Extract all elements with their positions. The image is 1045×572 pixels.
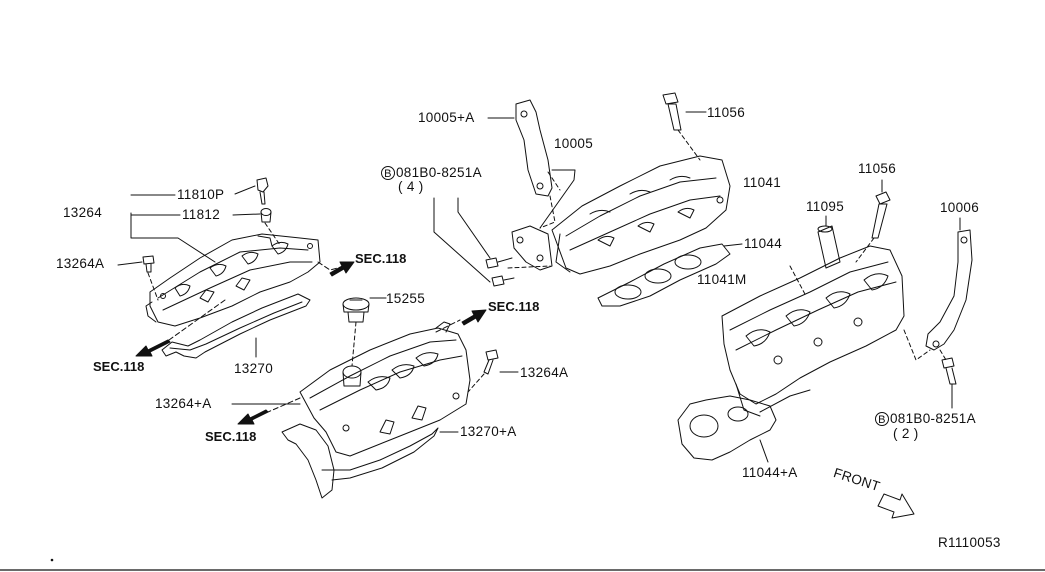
oil-filler-cap-15255 <box>342 297 387 367</box>
hook-bracket-10005-a <box>487 99 556 229</box>
sec-arrows <box>135 261 487 425</box>
head-gasket-11044-a <box>677 395 777 463</box>
label-11041: 11041 <box>743 175 782 190</box>
label-11810p: 11810P <box>177 187 225 202</box>
front-arrow <box>877 493 915 519</box>
label-bolt-qty-2: ( 2 ) <box>893 426 919 441</box>
pcv-valve-11810p <box>256 177 269 205</box>
label-10005-a: 10005+A <box>418 110 475 125</box>
head-bolt-11056-top <box>662 92 707 161</box>
frame-dot <box>50 558 54 562</box>
label-sec118-a[interactable]: SEC.118 <box>355 251 407 266</box>
label-15255: 15255 <box>386 291 426 306</box>
bolt-symbol-b-lower: B <box>875 412 889 426</box>
rocker-cover-center <box>299 321 471 457</box>
bolt-part-number-lower: 081B0-8251A <box>890 411 976 426</box>
label-13264-a: 13264+A <box>155 396 212 411</box>
label-13264: 13264 <box>63 205 103 220</box>
head-bolt-11056-right <box>855 179 891 263</box>
label-11056-right: 11056 <box>858 161 897 176</box>
label-sec118-b[interactable]: SEC.118 <box>488 299 540 314</box>
bolts-081b0-upper <box>433 171 561 287</box>
label-11812: 11812 <box>182 207 221 222</box>
bolt-symbol-b: B <box>381 166 395 180</box>
grommet-11812 <box>260 208 272 223</box>
bolt-081b0-lower <box>939 349 957 409</box>
label-11041m: 11041M <box>697 272 747 287</box>
cylinder-head-11041 <box>551 155 731 275</box>
sleeve-11095 <box>817 215 841 269</box>
label-13270: 13270 <box>234 361 274 376</box>
label-10005: 10005 <box>554 136 594 151</box>
head-gasket-11044 <box>597 243 743 307</box>
gasket-13270 <box>161 293 311 359</box>
label-sec118-d[interactable]: SEC.118 <box>205 429 257 444</box>
label-11044: 11044 <box>744 236 783 251</box>
bolt-13264a-mid <box>467 349 519 393</box>
label-11044-a: 11044+A <box>742 465 798 480</box>
bolt-part-number: 081B0-8251A <box>396 165 482 180</box>
leaders-left <box>117 185 346 346</box>
label-11095: 11095 <box>806 199 845 214</box>
bracket-10006 <box>903 217 973 361</box>
cylinder-head-11041m <box>721 245 905 417</box>
rocker-cover-left <box>145 233 321 327</box>
label-11056-top: 11056 <box>707 105 746 120</box>
diagram-reference-id: R1110053 <box>938 535 1001 550</box>
label-13270-a: 13270+A <box>460 424 517 439</box>
label-bolt-qty-4: ( 4 ) <box>398 179 424 194</box>
bolt-13264a-left <box>142 255 155 273</box>
gasket-13270-a <box>231 403 459 499</box>
label-13264a-mid: 13264A <box>520 365 569 380</box>
label-sec118-c[interactable]: SEC.118 <box>93 359 145 374</box>
bracket-10005 <box>511 169 576 271</box>
label-13264a-left: 13264A <box>56 256 105 271</box>
label-10006: 10006 <box>940 200 980 215</box>
